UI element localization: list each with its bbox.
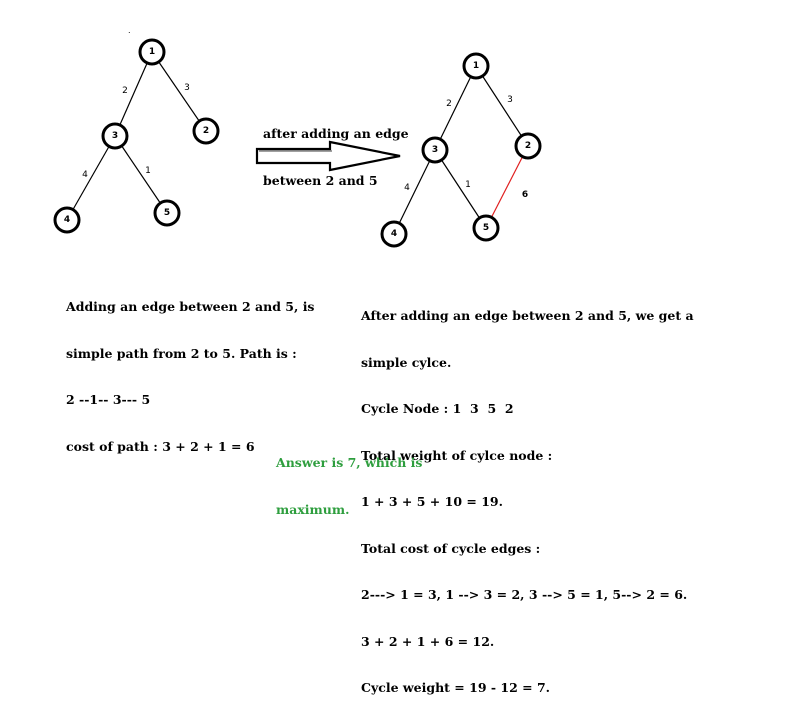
arrow-caption-line: after adding an edge bbox=[263, 126, 409, 141]
right-explanation-line: simple cylce. bbox=[361, 354, 452, 370]
node-3 bbox=[101, 122, 129, 150]
edge-weight-label: 1 bbox=[465, 180, 471, 190]
edge-3-5 bbox=[434, 149, 487, 229]
answer-line: maximum. bbox=[276, 501, 350, 517]
edge-weight-label: 2 bbox=[446, 99, 452, 109]
left-tree: 2 3 4 1 1 2 3 4 5 bbox=[53, 38, 220, 234]
left-explanation-line: Adding an edge between 2 and 5, is bbox=[66, 299, 315, 314]
arrow-caption: after adding an edge between 2 and 5 bbox=[263, 95, 409, 204]
node-2 bbox=[514, 132, 542, 160]
node-1 bbox=[462, 52, 490, 80]
right-explanation-line: Total cost of cycle edges : bbox=[361, 540, 541, 556]
edge-weight-label: 1 bbox=[145, 166, 151, 176]
node-label: 2 bbox=[203, 126, 209, 136]
node-label: 1 bbox=[473, 61, 479, 71]
node-label: 4 bbox=[391, 229, 397, 239]
edge-weight-label: 3 bbox=[184, 83, 190, 93]
transition-arrow bbox=[255, 140, 401, 172]
edge-3-5 bbox=[114, 135, 168, 214]
node-2 bbox=[192, 117, 220, 145]
right-explanation-line: Cycle weight = 19 - 12 = 7. bbox=[361, 680, 551, 695]
edge-3-4 bbox=[393, 149, 436, 235]
added-edge-2-5 bbox=[485, 145, 529, 229]
right-explanation-line: 2---> 1 = 3, 1 --> 3 = 2, 3 --> 5 = 1, 5… bbox=[361, 587, 688, 602]
node-label: 3 bbox=[432, 145, 438, 155]
left-explanation: Adding an edge between 2 and 5, is simpl… bbox=[66, 268, 314, 470]
edge-1-3 bbox=[114, 51, 153, 137]
edge-weight-label: 4 bbox=[404, 183, 410, 193]
edge-3-4 bbox=[66, 135, 116, 221]
node-label: 2 bbox=[525, 141, 531, 151]
answer-text: Answer is 7, which is maximum. bbox=[276, 424, 422, 533]
node-label: 5 bbox=[483, 223, 489, 233]
right-explanation-line: Total weight of cylce node : bbox=[361, 447, 553, 463]
node-label: 1 bbox=[149, 47, 155, 57]
node-label: 3 bbox=[112, 131, 118, 141]
node-layer: 1 2 3 4 5 bbox=[53, 38, 220, 234]
edge-layer: 2 3 4 1 6 bbox=[393, 65, 529, 235]
node-layer: 1 2 3 4 5 bbox=[380, 52, 542, 248]
stray-mark: . bbox=[128, 26, 131, 35]
diagram-canvas: 2 3 4 1 1 2 3 4 5 2 3 4 1 6 1 2 3 4 5 . bbox=[53, 26, 542, 248]
node-4 bbox=[53, 206, 81, 234]
right-explanation-line: 3 + 2 + 1 + 6 = 12. bbox=[361, 633, 495, 649]
edge-weight-label: 4 bbox=[82, 170, 88, 180]
left-explanation-line: 2 --1-- 3--- 5 bbox=[66, 392, 151, 407]
node-3 bbox=[421, 136, 449, 164]
edge-1-2 bbox=[475, 65, 529, 147]
node-5 bbox=[153, 199, 181, 227]
right-tree: 2 3 4 1 6 1 2 3 4 5 bbox=[380, 52, 542, 248]
node-1 bbox=[138, 38, 166, 66]
right-explanation-line: Cycle Node : 1 3 5 2 bbox=[361, 401, 514, 416]
added-edge-weight: 6 bbox=[522, 190, 528, 200]
edge-layer: 2 3 4 1 bbox=[66, 51, 207, 221]
answer-line: Answer is 7, which is bbox=[276, 455, 423, 470]
node-label: 4 bbox=[64, 215, 70, 225]
node-5 bbox=[472, 214, 500, 242]
node-label: 5 bbox=[164, 208, 170, 218]
left-explanation-line: simple path from 2 to 5. Path is : bbox=[66, 345, 297, 361]
node-4 bbox=[380, 220, 408, 248]
edge-weight-label: 2 bbox=[122, 86, 128, 96]
right-explanation-line: After adding an edge between 2 and 5, we… bbox=[361, 308, 694, 323]
arrow-caption-line: between 2 and 5 bbox=[263, 172, 378, 188]
edge-1-3 bbox=[434, 65, 477, 151]
left-explanation-line: cost of path : 3 + 2 + 1 = 6 bbox=[66, 438, 255, 454]
edge-1-2 bbox=[151, 51, 207, 132]
edge-weight-label: 3 bbox=[507, 95, 513, 105]
